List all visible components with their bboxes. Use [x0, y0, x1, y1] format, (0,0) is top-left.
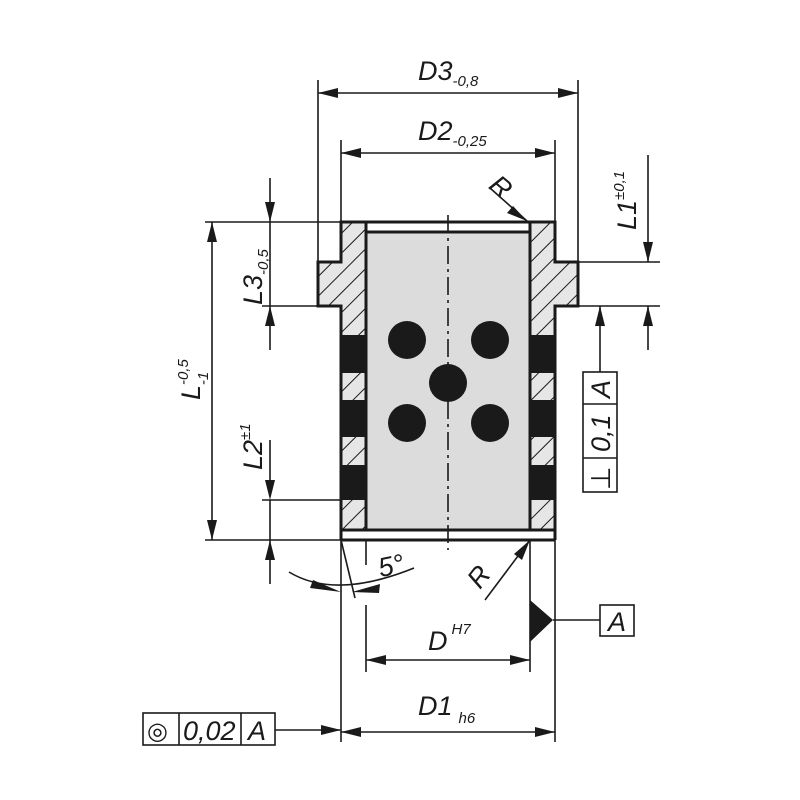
dim-angle: 5°	[288, 539, 415, 599]
svg-text:0,1: 0,1	[586, 414, 616, 452]
svg-text:0,02: 0,02	[183, 716, 236, 746]
perpendicularity-frame: ⊥ 0,1 A	[582, 306, 618, 493]
bushing-section	[316, 215, 580, 550]
svg-text:DH7: DH7	[428, 621, 471, 656]
svg-text:A: A	[606, 607, 626, 637]
svg-text:R: R	[484, 169, 518, 205]
svg-text:R: R	[461, 560, 497, 594]
svg-text:L2±1: L2±1	[237, 423, 268, 470]
dim-l2: L2±1	[237, 423, 341, 584]
dim-r-top: R	[484, 169, 528, 222]
svg-text:D2-0,25: D2-0,25	[418, 116, 487, 150]
dim-l3: L3-0,5	[205, 178, 341, 350]
dim-r-bottom: R	[461, 539, 531, 601]
dim-l1: L1±0,1	[578, 155, 660, 350]
lubricant-grooves	[341, 335, 555, 500]
concentricity-frame: ◎ 0,02 A	[142, 712, 341, 746]
svg-text:◎: ◎	[147, 718, 168, 745]
dim-d2: D2-0,25	[340, 116, 556, 222]
svg-text:5°: 5°	[375, 548, 407, 583]
svg-text:A: A	[246, 716, 266, 746]
datum-a: A	[530, 600, 635, 642]
graphite-plugs	[388, 321, 509, 442]
dim-l: L-0,5-1	[175, 222, 341, 541]
dim-d3: D3-0,8	[317, 56, 579, 262]
svg-text:L-0,5-1: L-0,5-1	[175, 358, 212, 400]
svg-text:L3-0,5: L3-0,5	[238, 248, 272, 305]
svg-text:A: A	[586, 380, 616, 400]
svg-text:L1±0,1: L1±0,1	[611, 171, 642, 230]
svg-text:D3-0,8: D3-0,8	[418, 56, 479, 90]
svg-text:⊥: ⊥	[586, 466, 616, 490]
